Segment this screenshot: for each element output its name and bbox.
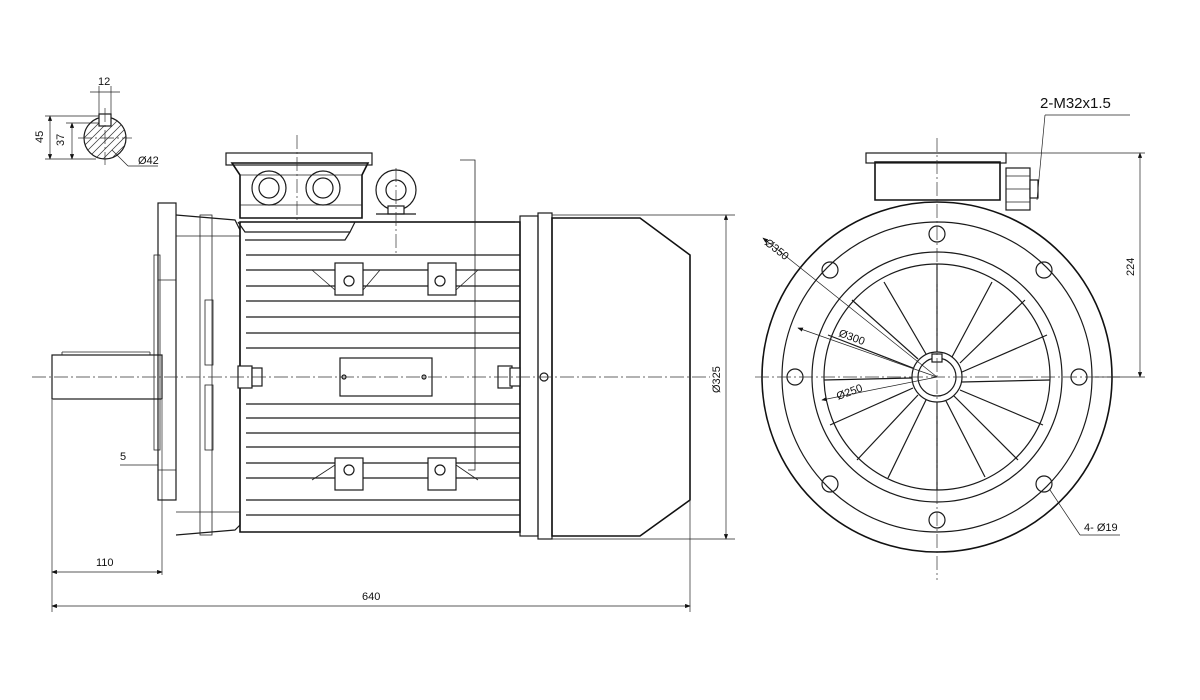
shaft-height-label: 224 — [1125, 258, 1137, 276]
side-view-dimensions — [51, 214, 735, 612]
flange-outer-diameter-label: Ø350 — [762, 237, 791, 263]
frame-diameter-label: Ø325 — [711, 366, 723, 393]
motor-side-view — [32, 135, 710, 540]
bolt-circle-diameter-label: Ø300 — [837, 328, 866, 348]
shaft-diameter-label: Ø42 — [138, 155, 159, 167]
motor-end-view — [755, 138, 1120, 580]
cooling-fins — [246, 254, 520, 516]
end-view-dimensions — [762, 114, 1145, 536]
cable-gland-label: 2-M32x1.5 — [1040, 95, 1111, 112]
key-width-label: 12 — [98, 76, 110, 88]
flange-offset-label: 5 — [120, 451, 126, 463]
key-height-outer-label: 45 — [34, 131, 46, 143]
overall-length-label: 640 — [362, 591, 380, 603]
key-height-inner-label: 37 — [55, 134, 67, 146]
shaft-section-detail — [45, 86, 158, 167]
end-view-ribs — [823, 264, 1051, 490]
shaft-length-label: 110 — [96, 557, 114, 569]
spigot-diameter-label: Ø250 — [835, 382, 864, 402]
mounting-holes-label: 4- Ø19 — [1084, 522, 1118, 534]
